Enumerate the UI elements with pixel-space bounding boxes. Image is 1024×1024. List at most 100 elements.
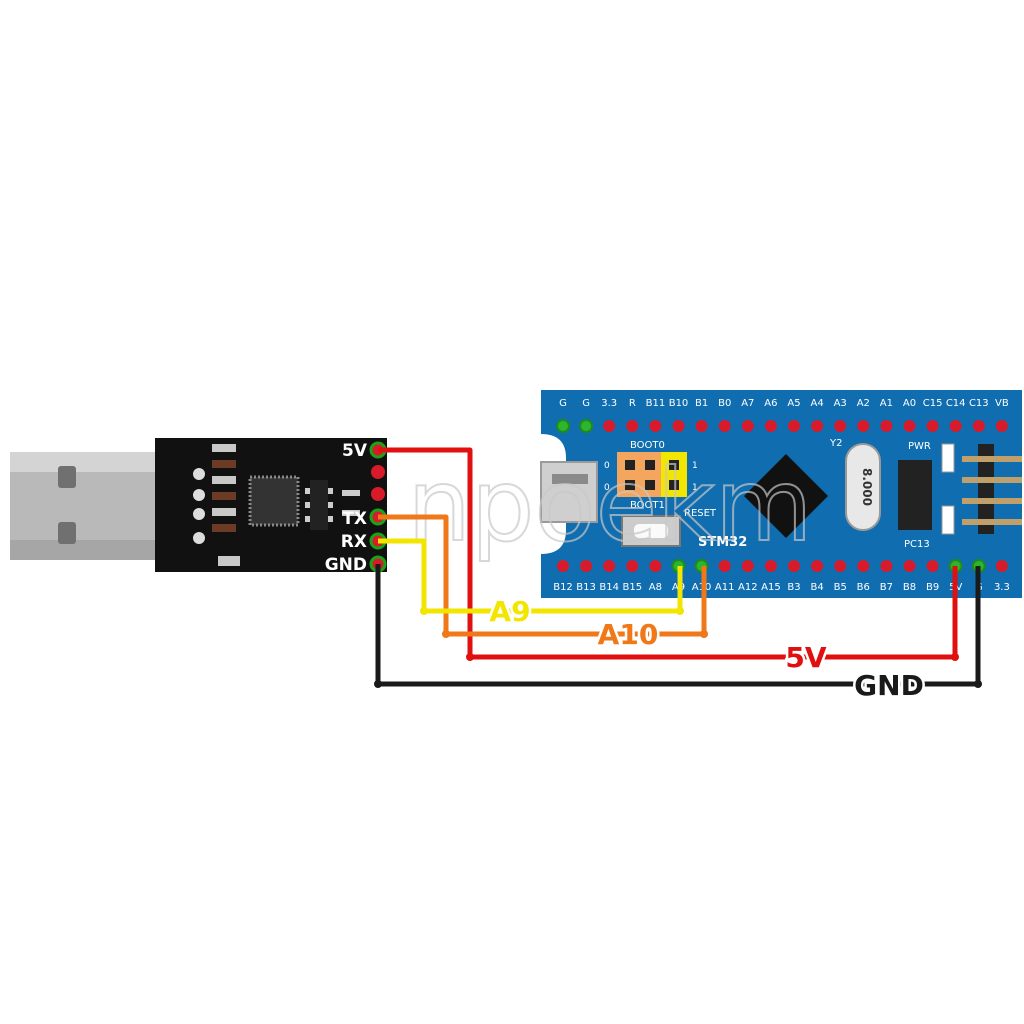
stm32-pin-a8[interactable] [649,560,662,572]
stm32-pin-label: A12 [738,582,758,593]
boot-jumpers [617,452,687,497]
stm32-pin-b3[interactable] [788,560,800,572]
stm32-pin-3-3[interactable] [995,560,1008,572]
stm32-pin-label: B6 [857,582,870,593]
stm32-pin-label: B14 [599,582,619,593]
stm32-pin-label: A2 [857,398,870,409]
stm32-pin-b0[interactable] [718,420,731,432]
stm32-pin-label: VB [995,398,1009,409]
stm32-pin-a3[interactable] [834,420,847,432]
stm32-pin-label: A7 [741,398,754,409]
stm32-pin-b4[interactable] [811,560,824,572]
stm32-pin-label: 3.3 [994,582,1010,593]
stm32-pin-b7[interactable] [880,560,893,572]
crystal-value: 8.000 [860,468,874,506]
stm32-pin-label: B3 [787,582,800,593]
jumper-1-top: 1 [692,461,698,471]
stm32-pin-label: B10 [669,398,689,409]
stm32-pin-b10[interactable] [672,420,685,432]
stm32-pin-c14[interactable] [949,420,962,432]
usb-uart-chip [248,475,300,527]
reset-label: RESET [684,508,717,519]
stm32-pin-a4[interactable] [811,420,824,432]
stm32-pin-label: A4 [810,398,823,409]
stm32-pin-label: A1 [880,398,893,409]
usb-pin-nc [371,465,385,479]
stm32-pin-b12[interactable] [557,560,569,572]
usb-ttl-adapter: 5V TX RX GND [155,438,387,575]
stm32-pin-b6[interactable] [857,560,870,572]
wire-label-gnd: GND [854,669,924,702]
stm32-pin-a5[interactable] [788,420,800,432]
stm32-pin-label: A11 [715,582,735,593]
stm32-pin-label: 3.3 [601,398,617,409]
boot1-label: BOOT1 [630,500,665,511]
stm32-pin-g[interactable] [579,419,594,433]
wire-label-5v: 5V [785,641,826,674]
stm32-pin-label: A6 [764,398,777,409]
stm32-pin-b1[interactable] [695,420,708,432]
stm32-pin-label: C15 [923,398,943,409]
stm32-pin-g[interactable] [556,419,570,433]
usb-pin-label-rx: RX [341,532,367,552]
usb-pin-label-5v: 5V [342,441,368,461]
stm32-pin-label: C13 [969,398,989,409]
mcu-chip [744,454,828,538]
jumper-1-bottom: 1 [692,483,698,493]
stm32-pin-label: C14 [946,398,966,409]
stm32-pin-label: B1 [695,398,708,409]
stm32-pin-a6[interactable] [764,420,777,432]
stm32-pin-a11[interactable] [718,560,731,572]
stm32-pin-label: G [559,398,567,409]
stm32-pin-label: B9 [926,582,939,593]
stm32-pin-a2[interactable] [857,420,870,432]
stm32-label: STM32 [698,535,747,550]
pc13-led [941,505,955,535]
stm32-pin-label: B7 [880,582,893,593]
stm32-pin-label: A5 [787,398,800,409]
stm32-pin-c13[interactable] [972,420,985,432]
stm32-pin-label: B15 [623,582,643,593]
stm32-pin-vb[interactable] [995,420,1008,432]
stm32-pin-3-3[interactable] [603,420,616,432]
stm32-pin-a1[interactable] [880,420,893,432]
stm32-pin-label: B13 [576,582,596,593]
usb-contact-slot [58,522,76,544]
stm32-pin-a7[interactable] [741,420,754,432]
voltage-regulator [898,460,932,530]
wire-label-a10: A10 [598,618,659,651]
boot0-label: BOOT0 [630,440,665,451]
usb-pin-label-tx: TX [342,509,367,529]
pwr-led [941,443,955,473]
stm32-pin-label: R [629,398,636,409]
stm32-pin-label: A0 [903,398,916,409]
pwr-label: PWR [908,441,931,452]
crystal-label: Y2 [829,438,842,449]
wire-gnd [375,564,981,687]
stm32-pin-b11[interactable] [649,420,662,432]
stm32-pin-c15[interactable] [926,420,939,432]
stm32-pin-a12[interactable] [741,560,754,572]
jumper-0-top: 0 [604,461,610,471]
wire-label-a9: A9 [489,595,530,628]
stm32-pin-label: G [582,398,590,409]
wires [374,447,982,688]
usb-contact-slot [58,466,76,488]
stm32-pin-a15[interactable] [764,560,777,572]
stm32-pin-label: A8 [649,582,662,593]
usb-pin-label-gnd: GND [325,555,367,575]
crystal [845,443,881,531]
jumper-0-bottom: 0 [604,483,610,493]
stm32-pin-label: A3 [834,398,847,409]
swd-header [962,444,1022,534]
stm32-pin-b8[interactable] [903,560,916,572]
stm32-pin-a0[interactable] [903,420,916,432]
stm32-pin-b5[interactable] [834,560,847,572]
stm32-pin-b13[interactable] [580,560,593,572]
stm32-pin-b15[interactable] [626,560,639,572]
stm32-pin-r[interactable] [626,420,639,432]
stm32-pin-b9[interactable] [926,560,939,572]
stm32-pin-b14[interactable] [603,560,616,572]
